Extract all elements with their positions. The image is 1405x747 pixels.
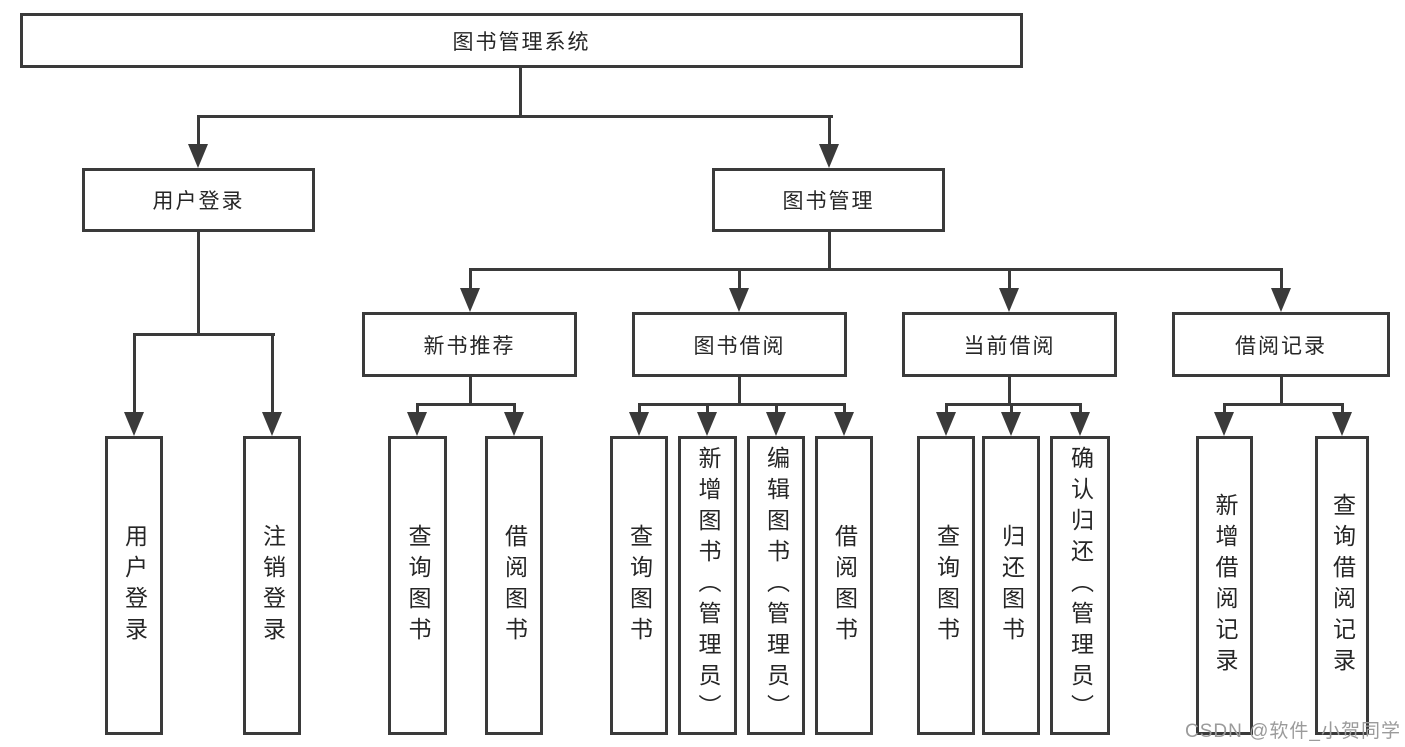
node-current-borrow: 当前借阅 [902, 312, 1117, 377]
arrow-down-icon [834, 412, 854, 436]
node-root: 图书管理系统 [20, 13, 1023, 68]
arrow-down-icon [407, 412, 427, 436]
leaf-borrow-books: 借阅图书 [815, 436, 873, 735]
connector-user-login-stem [197, 230, 200, 336]
leaf-add-borrow-record-label: 新增借阅记录 [1212, 492, 1238, 679]
connector-current-drop2 [1010, 403, 1013, 416]
connector-recommend-drop2 [513, 403, 516, 416]
leaf-add-books-admin: 新增图书（管理员） [678, 436, 737, 735]
connector-root-branch [197, 115, 833, 118]
leaf-query-borrow-record-label: 查询借阅记录 [1329, 492, 1356, 679]
connector-user-login-drop2 [271, 333, 274, 414]
arrow-down-icon [460, 288, 480, 312]
connector-book-mgmt-drop3 [1008, 268, 1011, 292]
connector-current-branch [945, 403, 1082, 406]
connector-user-login-branch [133, 333, 275, 336]
arrow-down-icon [936, 412, 956, 436]
csdn-watermark: CSDN @软件_小贺同学 [1185, 721, 1401, 742]
connector-borrow-drop3 [775, 403, 778, 416]
leaf-current-query-books-label: 查询图书 [933, 523, 960, 648]
arrow-down-icon [729, 288, 749, 312]
leaf-recommend-borrow-books-label: 借阅图书 [501, 523, 528, 648]
leaf-add-borrow-record: 新增借阅记录 [1196, 436, 1253, 735]
arrow-down-icon [1001, 412, 1021, 436]
connector-root-stem [519, 66, 522, 117]
node-new-book-recommend-label: 新书推荐 [423, 334, 516, 358]
connector-records-branch [1223, 403, 1344, 406]
node-borrow-records: 借阅记录 [1172, 312, 1390, 377]
connector-current-drop3 [1079, 403, 1082, 416]
connector-book-mgmt-stem [828, 230, 831, 271]
node-book-management-label: 图书管理 [782, 190, 875, 213]
node-new-book-recommend: 新书推荐 [362, 312, 577, 377]
connector-recommend-branch [416, 403, 516, 406]
connector-records-drop2 [1341, 403, 1344, 416]
arrow-down-icon [1332, 412, 1352, 436]
arrow-down-icon [188, 144, 208, 168]
leaf-recommend-query-books-label: 查询图书 [405, 523, 431, 648]
connector-book-mgmt-branch [469, 268, 1283, 271]
arrow-down-icon [697, 412, 717, 436]
leaf-current-query-books: 查询图书 [917, 436, 975, 735]
node-root-label: 图书管理系统 [452, 30, 591, 54]
leaf-logout-label: 注销登录 [259, 523, 286, 648]
connector-current-stem [1008, 375, 1011, 406]
node-user-login-label: 用户登录 [152, 190, 245, 213]
connector-records-stem [1280, 375, 1283, 406]
connector-borrow-drop2 [706, 403, 709, 416]
arrow-down-icon [124, 412, 144, 436]
leaf-add-books-admin-label: 新增图书（管理员） [695, 446, 721, 725]
leaf-return-books-label: 归还图书 [998, 523, 1025, 648]
connector-book-mgmt-drop1 [469, 268, 472, 292]
arrow-down-icon [1070, 412, 1090, 436]
arrow-down-icon [766, 412, 786, 436]
leaf-user-login: 用户登录 [105, 436, 163, 735]
leaf-confirm-return-admin-label: 确认归还（管理员） [1067, 446, 1094, 725]
arrow-down-icon [629, 412, 649, 436]
connector-root-drop-right [828, 115, 831, 148]
node-book-management: 图书管理 [712, 168, 945, 232]
connector-records-drop1 [1223, 403, 1226, 416]
connector-book-mgmt-drop4 [1280, 268, 1283, 292]
leaf-logout: 注销登录 [243, 436, 301, 735]
arrow-down-icon [504, 412, 524, 436]
leaf-borrow-query-books-label: 查询图书 [626, 523, 653, 648]
arrow-down-icon [1214, 412, 1234, 436]
leaf-edit-books-admin: 编辑图书（管理员） [747, 436, 805, 735]
connector-recommend-drop1 [416, 403, 419, 416]
leaf-borrow-query-books: 查询图书 [610, 436, 668, 735]
connector-borrow-stem [738, 375, 741, 406]
leaf-borrow-books-label: 借阅图书 [831, 523, 858, 648]
connector-current-drop1 [945, 403, 948, 416]
connector-root-drop-left [197, 115, 200, 148]
leaf-edit-books-admin-label: 编辑图书（管理员） [763, 446, 790, 725]
leaf-confirm-return-admin: 确认归还（管理员） [1050, 436, 1110, 735]
arrow-down-icon [819, 144, 839, 168]
connector-book-mgmt-drop2 [738, 268, 741, 292]
leaf-recommend-query-books: 查询图书 [388, 436, 447, 735]
connector-borrow-drop1 [638, 403, 641, 416]
node-book-borrow-label: 图书借阅 [693, 334, 786, 358]
node-book-borrow: 图书借阅 [632, 312, 847, 377]
leaf-return-books: 归还图书 [982, 436, 1040, 735]
connector-borrow-branch [638, 403, 846, 406]
node-borrow-records-label: 借阅记录 [1235, 334, 1327, 358]
arrow-down-icon [262, 412, 282, 436]
node-user-login: 用户登录 [82, 168, 315, 232]
connector-user-login-drop1 [133, 333, 136, 414]
leaf-recommend-borrow-books: 借阅图书 [485, 436, 543, 735]
node-current-borrow-label: 当前借阅 [963, 334, 1056, 358]
arrow-down-icon [1271, 288, 1291, 312]
arrow-down-icon [999, 288, 1019, 312]
connector-recommend-stem [469, 375, 472, 406]
leaf-query-borrow-record: 查询借阅记录 [1315, 436, 1369, 735]
connector-borrow-drop4 [843, 403, 846, 416]
leaf-user-login-label: 用户登录 [121, 523, 148, 648]
